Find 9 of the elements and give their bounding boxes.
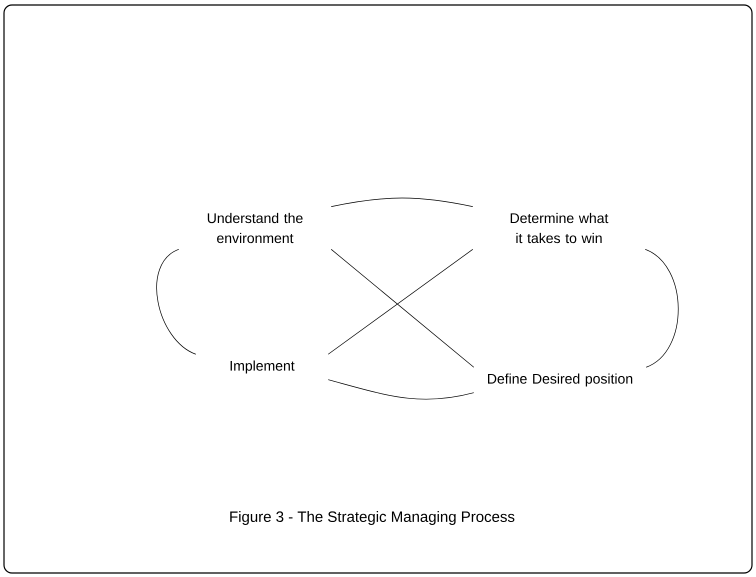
process-label: Understand the environment xyxy=(208,212,303,244)
connector-line xyxy=(644,248,679,368)
connector-line xyxy=(156,248,196,355)
process-label: Determine what it takes to win xyxy=(510,212,608,244)
connector-line xyxy=(330,198,474,207)
process-label: Implement xyxy=(230,360,295,374)
connector-line xyxy=(328,379,474,400)
process-label: Define Desired position xyxy=(488,373,632,386)
caption: Figure 3 - The Strategic Managing Process xyxy=(230,511,514,525)
